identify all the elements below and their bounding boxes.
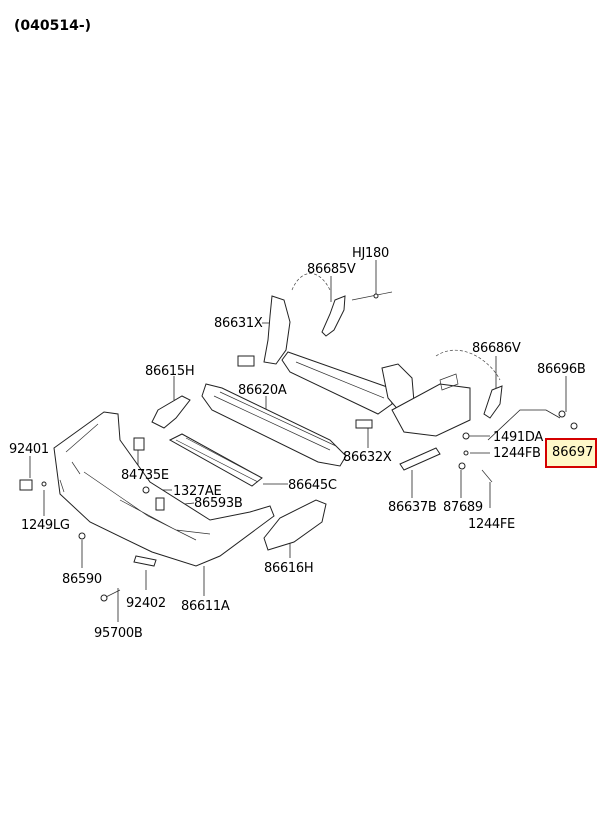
part-86615h: [151, 395, 191, 429]
part-84735e: [133, 437, 145, 451]
part-86590: [78, 532, 86, 540]
label-86645c[interactable]: 86645C: [288, 478, 337, 493]
part-86620a: [201, 383, 347, 467]
label-86590[interactable]: 86590: [62, 572, 102, 587]
label-1244fe[interactable]: 1244FE: [468, 517, 515, 532]
part-86631x: [263, 295, 291, 365]
part-86611a-bumper-cover: [53, 411, 275, 567]
label-1491da[interactable]: 1491DA: [493, 430, 543, 445]
label-86685v[interactable]: 86685V: [307, 262, 356, 277]
part-1491da: [462, 432, 470, 440]
part-86696b-nut: [558, 410, 566, 418]
date-range-header: (040514-): [14, 18, 92, 34]
label-86637b[interactable]: 86637B: [388, 500, 437, 515]
part-86645c: [168, 433, 263, 487]
label-86615h[interactable]: 86615H: [145, 364, 195, 379]
label-84735e[interactable]: 84735E: [121, 468, 169, 483]
label-86631x[interactable]: 86631X: [214, 316, 263, 331]
part-86697-clip: [570, 422, 578, 430]
part-reinforcement-beam: [281, 351, 393, 415]
label-86611a[interactable]: 86611A: [181, 599, 230, 614]
label-1249lg[interactable]: 1249LG: [21, 518, 70, 533]
part-87689: [458, 462, 466, 470]
label-1244fb[interactable]: 1244FB: [493, 446, 541, 461]
part-86616h: [263, 499, 327, 551]
part-right-cover: [391, 383, 471, 437]
label-86632x[interactable]: 86632X: [343, 450, 392, 465]
label-92401[interactable]: 92401: [9, 442, 49, 457]
part-86685v: [321, 295, 346, 337]
label-86616h[interactable]: 86616H: [264, 561, 314, 576]
label-86593b[interactable]: 86593B: [194, 496, 243, 511]
part-86593b: [155, 497, 165, 511]
part-1244fb: [463, 450, 469, 456]
label-hj180[interactable]: HJ180: [352, 246, 389, 261]
label-86686v[interactable]: 86686V: [472, 341, 521, 356]
label-86620a[interactable]: 86620A: [238, 383, 287, 398]
label-87689[interactable]: 87689: [443, 500, 483, 515]
part-86637b: [399, 447, 441, 471]
part-95700b: [100, 594, 108, 602]
label-92402[interactable]: 92402: [126, 596, 166, 611]
label-95700b[interactable]: 95700B: [94, 626, 143, 641]
part-92402: [133, 555, 157, 567]
part-hj180: [351, 291, 393, 301]
part-86686v: [483, 385, 503, 419]
part-1327ae: [142, 486, 150, 494]
highlighted-part-label-86697[interactable]: 86697: [545, 438, 597, 468]
part-92401: [19, 479, 33, 491]
label-1327ae[interactable]: 1327AE: [173, 484, 222, 499]
part-86632x: [355, 419, 373, 429]
label-86696b[interactable]: 86696B: [537, 362, 586, 377]
